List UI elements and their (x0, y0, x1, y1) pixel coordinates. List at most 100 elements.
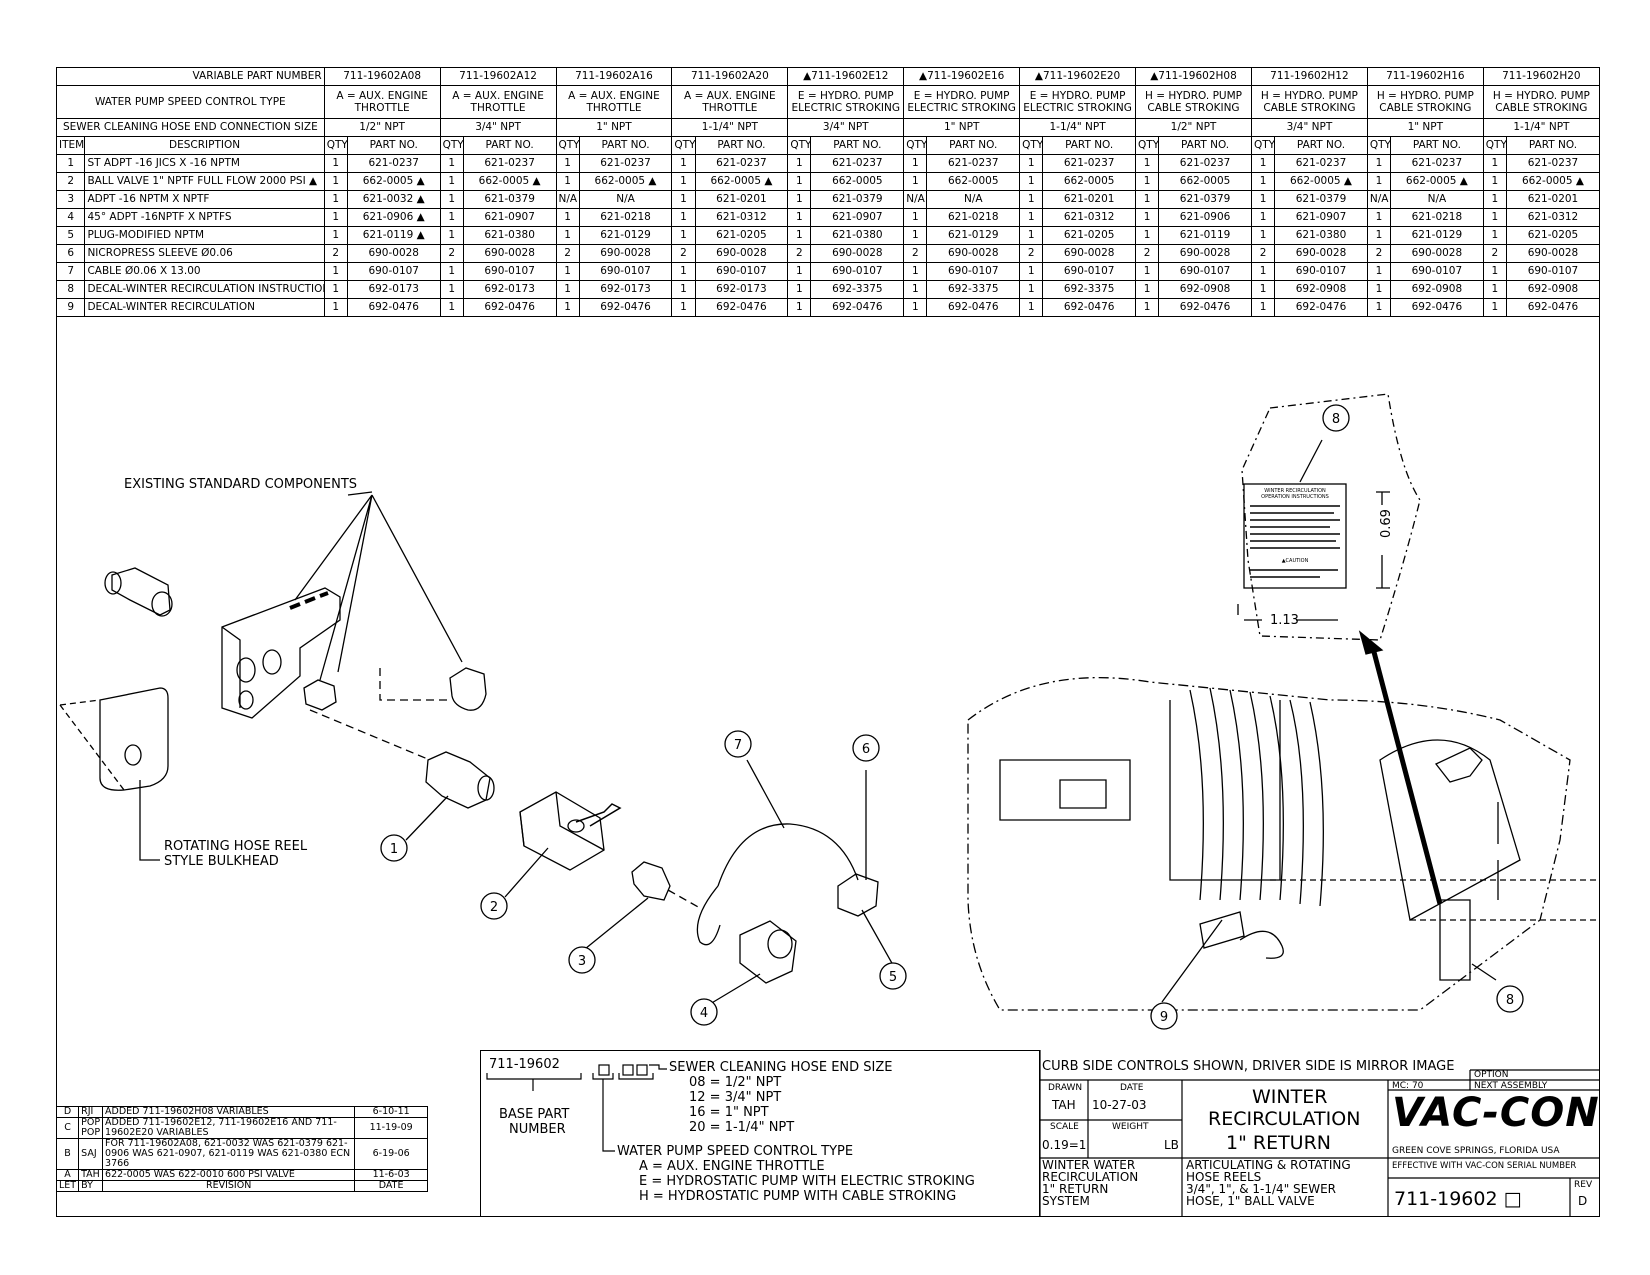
cell-qty: 1 (1019, 298, 1044, 317)
balloon-7 (724, 730, 752, 758)
variant-type: E = HYDRO. PUMP ELECTRIC STROKING (787, 85, 905, 119)
balloon-6-text: 6 (862, 742, 870, 757)
rev-letter: D (55, 1106, 80, 1118)
variant-type: A = AUX. ENGINE THROTTLE (439, 85, 557, 119)
variant-type: E = HYDRO. PUMP ELECTRIC STROKING (903, 85, 1021, 119)
rev-value: D (1578, 1194, 1588, 1208)
cell-qty: 1 (439, 298, 464, 317)
cell-part-no: 692-0476 (1390, 298, 1484, 317)
legend-speed-a: A = AUX. ENGINE THROTTLE (639, 1159, 825, 1174)
balloon-1-text: 1 (390, 842, 398, 857)
balloon-3-text: 3 (578, 954, 586, 969)
desc-right-4: HOSE, 1" BALL VALVE (1186, 1194, 1315, 1208)
rev-head-by: BY (78, 1179, 104, 1192)
rev-by: RJI (78, 1106, 104, 1118)
hose-reel (1189, 687, 1324, 907)
cell-qty: 1 (1135, 208, 1160, 227)
legend-speed-e: E = HYDROSTATIC PUMP WITH ELECTRIC STROK… (639, 1174, 975, 1189)
variant-type: H = HYDRO. PUMP CABLE STROKING (1366, 85, 1484, 119)
cell-qty: 1 (671, 262, 696, 281)
cell-qty: 1 (671, 208, 696, 227)
item-number: 3 (55, 190, 86, 209)
cell-qty: 1 (1366, 154, 1392, 173)
cell-qty: 1 (1366, 298, 1392, 317)
cell-qty: 1 (555, 262, 580, 281)
cell-qty: 1 (1135, 298, 1160, 317)
cell-qty: 1 (671, 298, 696, 317)
legend-code: 711-19602 (489, 1057, 560, 1072)
variant-type: H = HYDRO. PUMP CABLE STROKING (1135, 85, 1252, 119)
balloon-8 (1496, 985, 1524, 1013)
ball-valve (519, 791, 605, 871)
item-number: 7 (55, 262, 86, 281)
weight-label: WEIGHT (1112, 1122, 1149, 1132)
rev-date: 11-6-03 (354, 1168, 428, 1181)
variant-type: E = HYDRO. PUMP ELECTRIC STROKING (1019, 85, 1137, 119)
inset-outline (1241, 393, 1421, 641)
cell-qty: 1 (323, 226, 348, 245)
rev-letter: A (55, 1168, 80, 1181)
speed-control-label: WATER PUMP SPEED CONTROL TYPE (56, 85, 325, 119)
cell-qty: 1 (1482, 298, 1507, 317)
title-line-2: RECIRCULATION (1208, 1108, 1361, 1130)
rev-letter: B (55, 1137, 80, 1170)
cell-qty: 1 (439, 226, 464, 245)
balloon-2-text: 2 (490, 900, 498, 915)
legend-size-16: 16 = 1" NPT (689, 1105, 769, 1120)
title-line-1: WINTER (1252, 1086, 1328, 1108)
desc-left-4: SYSTEM (1042, 1194, 1090, 1208)
balloon-6 (852, 734, 880, 762)
date-label: DATE (1120, 1083, 1144, 1093)
cell-qty: 1 (439, 208, 464, 227)
title-block-grid (1040, 1050, 1600, 1217)
rev-label: REV (1574, 1180, 1593, 1190)
scale-value: 0.19=1 (1042, 1138, 1087, 1152)
title-line-3: 1" RETURN (1226, 1132, 1332, 1154)
rev-by: SAJ (78, 1137, 104, 1170)
legend-size-12: 12 = 3/4" NPT (689, 1090, 782, 1105)
rev-head-date: DATE (354, 1179, 428, 1192)
truck-body (967, 677, 1571, 1011)
mc-label: MC: 70 (1392, 1081, 1424, 1091)
variant-type: A = AUX. ENGINE THROTTLE (671, 85, 789, 119)
cable (717, 823, 859, 887)
balloons (380, 404, 1524, 1030)
date-value: 10-27-03 (1092, 1098, 1147, 1112)
existing-cap (449, 667, 487, 711)
cell-qty: 1 (1482, 172, 1507, 191)
rev-by: POP POP (78, 1116, 104, 1139)
scale-label: SCALE (1050, 1122, 1079, 1132)
item-number: 4 (55, 208, 86, 227)
cell-part-no: 692-0476 (1274, 298, 1368, 317)
cell-qty: 1 (787, 172, 812, 191)
cell-qty: 1 (1250, 298, 1276, 317)
variant-type: A = AUX. ENGINE THROTTLE (323, 85, 441, 119)
cell-qty: 1 (1482, 208, 1507, 227)
balloon-8-inset (1322, 404, 1350, 432)
desc-right-1: ARTICULATING & ROTATING (1186, 1158, 1351, 1172)
rev-description: ADDED 711-19602H08 VARIABLES (102, 1106, 356, 1118)
rev-by: TAH (78, 1168, 104, 1181)
balloon-4 (690, 998, 718, 1026)
rev-date: 6-19-06 (354, 1137, 428, 1170)
balloon-3 (568, 946, 596, 974)
legend-base-part-1: BASE PART (499, 1107, 570, 1122)
part-number-legend: 711-19602 SEWER CLEANING HOSE END SIZE 0… (480, 1050, 1040, 1217)
desc-left-3: 1" RETURN (1042, 1182, 1109, 1196)
variant-type: H = HYDRO. PUMP CABLE STROKING (1482, 85, 1601, 119)
drawn-value: TAH (1052, 1098, 1076, 1112)
bulkhead-label-2: STYLE BULKHEAD (164, 854, 279, 869)
rev-head-let: LET (55, 1179, 80, 1192)
company-location: GREEN COVE SPRINGS, FLORIDA USA (1392, 1146, 1560, 1156)
